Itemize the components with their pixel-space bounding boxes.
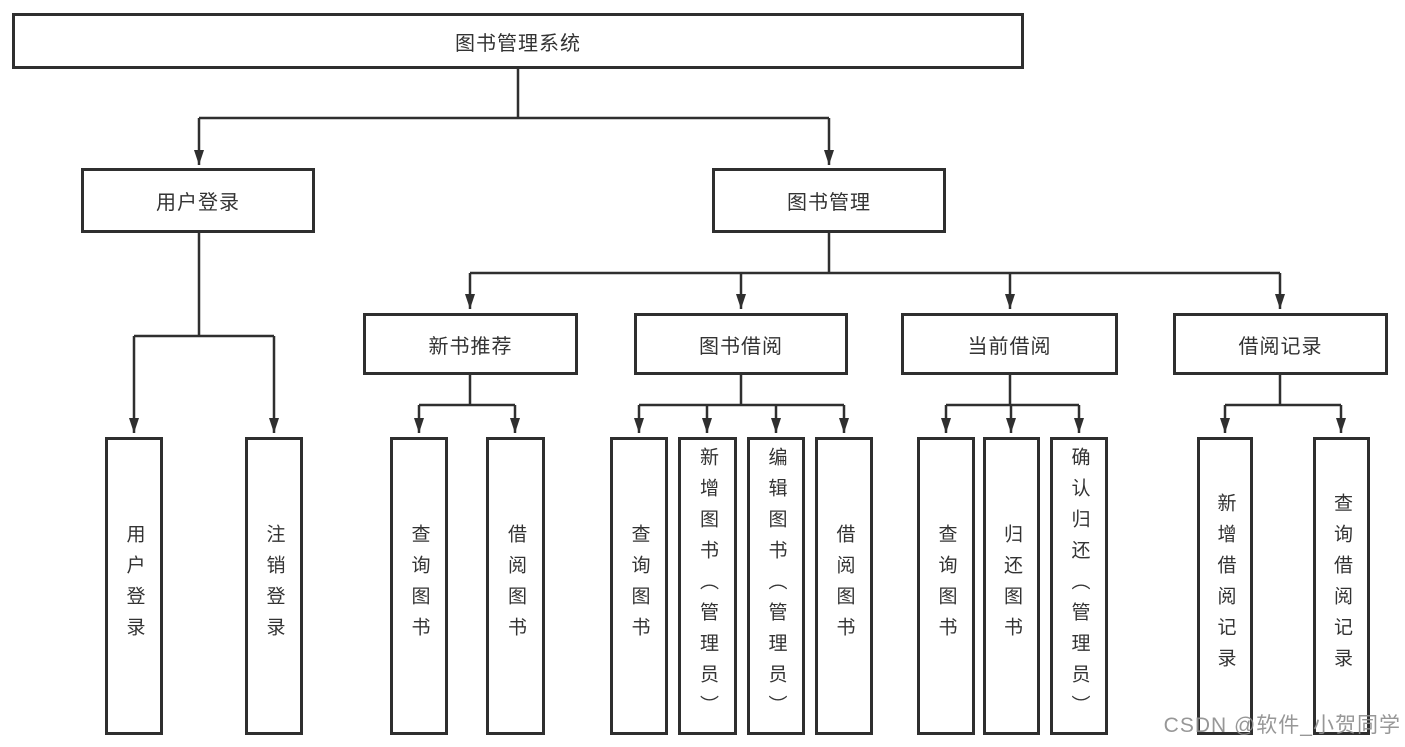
leaf-confirm-return-admin: 确认归还（管理员） bbox=[1050, 437, 1108, 735]
leaf-query-borrow-record: 查询借阅记录 bbox=[1313, 437, 1370, 735]
leaf-recommend-query-books: 查询图书 bbox=[390, 437, 448, 735]
leaf-user-login-label: 用户登录 bbox=[123, 524, 145, 648]
leaf-current-query-books: 查询图书 bbox=[917, 437, 975, 735]
leaf-current-query-books-label: 查询图书 bbox=[935, 524, 957, 648]
leaf-confirm-return-admin-label: 确认归还（管理员） bbox=[1068, 446, 1090, 726]
leaf-query-borrow-record-label: 查询借阅记录 bbox=[1331, 493, 1352, 679]
leaf-logout-label: 注销登录 bbox=[263, 524, 285, 648]
node-new-book-recommend: 新书推荐 bbox=[363, 313, 578, 375]
leaf-recommend-borrow-books-label: 借阅图书 bbox=[505, 524, 526, 648]
node-root-label: 图书管理系统 bbox=[455, 32, 581, 55]
leaf-add-books-admin-label: 新增图书（管理员） bbox=[697, 446, 718, 726]
node-borrowing-records: 借阅记录 bbox=[1173, 313, 1388, 375]
leaf-add-borrow-record: 新增借阅记录 bbox=[1197, 437, 1253, 735]
node-book-management: 图书管理 bbox=[712, 168, 946, 233]
csdn-watermark: CSDN @软件_小贺同学 bbox=[1163, 714, 1401, 737]
node-current-borrowing: 当前借阅 bbox=[901, 313, 1118, 375]
leaf-add-borrow-record-label: 新增借阅记录 bbox=[1214, 493, 1236, 679]
leaf-logout: 注销登录 bbox=[245, 437, 303, 735]
node-current-borrowing-label: 当前借阅 bbox=[967, 335, 1052, 358]
leaf-borrowing-query-books-label: 查询图书 bbox=[628, 524, 650, 648]
node-book-management-label: 图书管理 bbox=[787, 192, 871, 214]
leaf-borrow-books-label: 借阅图书 bbox=[833, 524, 855, 648]
node-user-login: 用户登录 bbox=[81, 168, 315, 233]
leaf-return-books-label: 归还图书 bbox=[1001, 524, 1022, 648]
node-user-login-label: 用户登录 bbox=[156, 192, 240, 214]
leaf-recommend-query-books-label: 查询图书 bbox=[408, 524, 430, 648]
node-new-book-recommend-label: 新书推荐 bbox=[428, 335, 513, 358]
leaf-borrowing-query-books: 查询图书 bbox=[610, 437, 668, 735]
leaf-add-books-admin: 新增图书（管理员） bbox=[678, 437, 737, 735]
leaf-edit-books-admin-label: 编辑图书（管理员） bbox=[765, 446, 787, 726]
leaf-recommend-borrow-books: 借阅图书 bbox=[486, 437, 545, 735]
leaf-return-books: 归还图书 bbox=[983, 437, 1040, 735]
node-root: 图书管理系统 bbox=[12, 13, 1024, 69]
node-book-borrowing: 图书借阅 bbox=[634, 313, 848, 375]
node-book-borrowing-label: 图书借阅 bbox=[699, 335, 783, 358]
leaf-borrow-books: 借阅图书 bbox=[815, 437, 873, 735]
leaf-user-login: 用户登录 bbox=[105, 437, 163, 735]
leaf-edit-books-admin: 编辑图书（管理员） bbox=[747, 437, 805, 735]
node-borrowing-records-label: 借阅记录 bbox=[1238, 335, 1323, 358]
